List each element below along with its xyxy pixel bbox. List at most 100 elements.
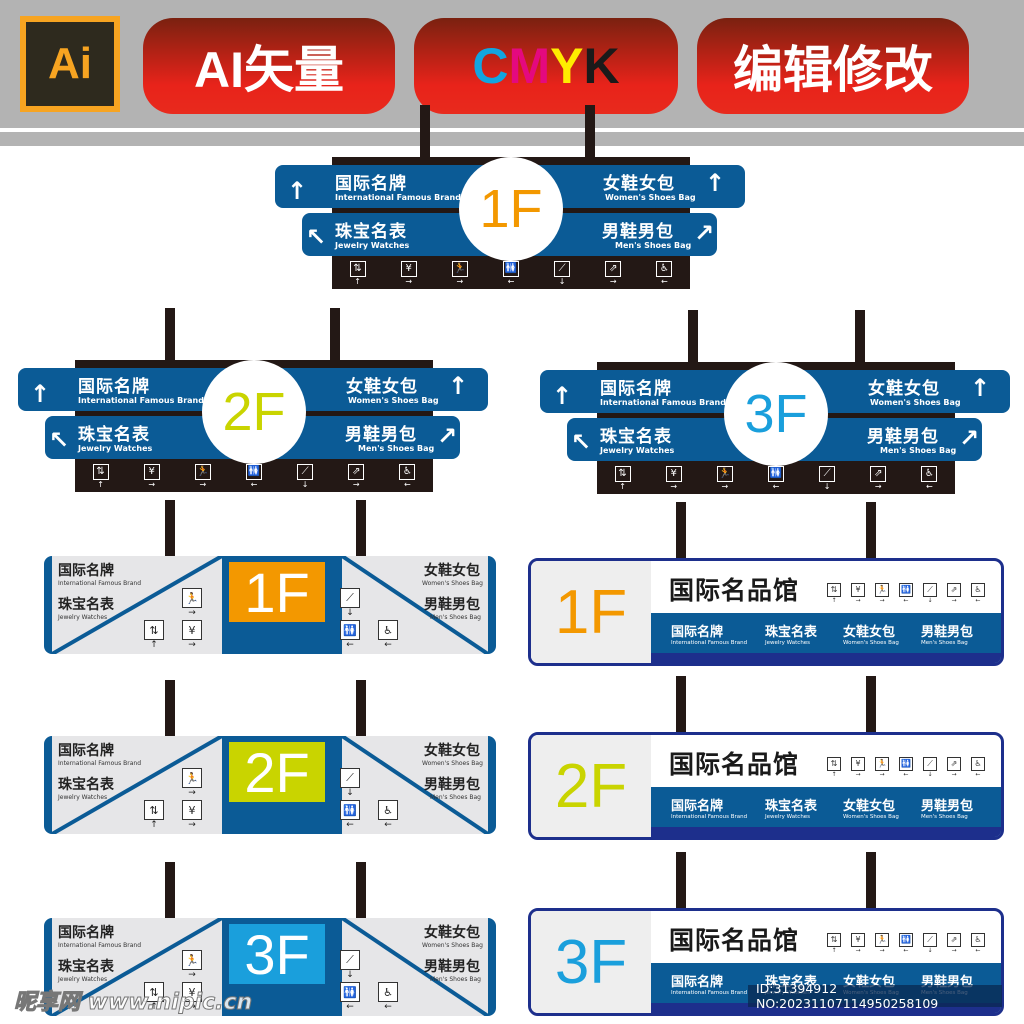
- arrow-up-right-icon: ↗: [437, 422, 458, 450]
- floor-number: 3F: [229, 923, 325, 986]
- facility-icons: ⇅↑¥→🏃→🚻←⟋↓⇗→♿←: [827, 583, 985, 604]
- escalator-icon: ⟋↓: [923, 757, 937, 778]
- badge-editable: 编辑修改: [697, 18, 969, 114]
- label-cn: 国际名牌: [58, 925, 114, 941]
- label-cn: 珠宝名表: [58, 777, 114, 793]
- label-en: International Famous Brand: [58, 760, 142, 767]
- label-en: International Famous Brand: [58, 580, 142, 587]
- label-en: International Famous Brand: [335, 193, 461, 202]
- escalator-icon: ⟋↓: [554, 261, 571, 286]
- hanging-pole: [165, 308, 175, 363]
- label-cn: 女鞋女包: [424, 563, 480, 579]
- hanging-pole: [165, 862, 175, 920]
- label-cn: 国际名牌: [58, 563, 114, 579]
- label-cn: 国际名牌: [335, 174, 407, 194]
- hanging-pole: [866, 502, 876, 560]
- emergency-exit-icon: 🏃→: [875, 933, 889, 954]
- escalator-icon: ⟋↓: [340, 768, 360, 798]
- accessible-icon: ♿←: [378, 620, 398, 650]
- elevator-icon: ⇅↑: [144, 620, 164, 650]
- hall-title: 国际名品馆: [669, 576, 800, 605]
- label-cn: 男鞋男包: [424, 597, 480, 613]
- label-en: International Famous Brand: [58, 942, 142, 949]
- emergency-exit-icon: 🏃→: [716, 466, 733, 491]
- hanging-pole: [420, 105, 430, 160]
- hanging-pole: [330, 308, 340, 363]
- accessible-icon: ♿←: [921, 466, 938, 491]
- accessible-icon: ♿←: [399, 464, 416, 489]
- label-en: Women's Shoes Bag: [605, 193, 696, 202]
- floor-number: 1F: [229, 561, 325, 624]
- restroom-icon: 🚻←: [899, 757, 913, 778]
- hanging-pole: [676, 676, 686, 734]
- label-en: Jewelry Watches: [58, 976, 108, 983]
- accessible-icon: ♿←: [971, 583, 985, 604]
- cashier-yen-icon: ¥→: [182, 800, 202, 830]
- label-en: Women's Shoes Bag: [348, 396, 439, 405]
- label-en: Men's Shoes Bag: [430, 614, 481, 621]
- escalator-icon: ⟋↓: [297, 464, 314, 489]
- label-en: Women's Shoes Bag: [422, 760, 483, 767]
- arrow-up-left-icon: ↖: [306, 223, 327, 251]
- elevator-icon: ⇅↑: [827, 757, 841, 778]
- label-en: Jewelry Watches: [78, 444, 153, 453]
- label-cn: 国际名牌: [58, 743, 114, 759]
- arrow-up-icon: ↑: [970, 374, 991, 402]
- restroom-icon: 🚻←: [899, 583, 913, 604]
- emergency-exit-icon: 🏃→: [182, 588, 202, 618]
- floor-number: 2F: [229, 741, 325, 804]
- floor-number: 2F: [531, 735, 651, 837]
- emergency-exit-icon: 🏃→: [451, 261, 468, 286]
- cashier-yen-icon: ¥→: [665, 466, 682, 491]
- label-en: Jewelry Watches: [58, 614, 108, 621]
- label-en: Women's Shoes Bag: [422, 580, 483, 587]
- hanging-pole: [585, 105, 595, 160]
- restroom-icon: 🚻←: [899, 933, 913, 954]
- arrow-up-right-icon: ↗: [694, 219, 715, 247]
- hanging-pole: [356, 862, 366, 920]
- badge-ai-vector: AI矢量: [143, 18, 395, 114]
- badge-letter-c: C: [472, 38, 509, 94]
- badge-letter-y: Y: [550, 38, 584, 94]
- hall-title: 国际名品馆: [669, 926, 800, 955]
- stairs-icon: ⇗→: [605, 261, 622, 286]
- hanging-pole: [676, 852, 686, 910]
- cashier-yen-icon: ¥→: [143, 464, 160, 489]
- label-cn: 国际名牌: [78, 377, 150, 397]
- emergency-exit-icon: 🏃→: [182, 768, 202, 798]
- elevator-icon: ⇅↑: [144, 800, 164, 830]
- label-en: Jewelry Watches: [600, 446, 675, 455]
- stairs-icon: ⇗→: [947, 933, 961, 954]
- hanging-pole: [165, 680, 175, 738]
- arrow-up-icon: ↑: [287, 177, 308, 205]
- label-cn: 珠宝名表: [78, 425, 150, 445]
- label-cn: 男鞋男包: [602, 222, 674, 242]
- hanging-pole: [356, 680, 366, 738]
- stairs-icon: ⇗→: [870, 466, 887, 491]
- restroom-icon: 🚻←: [340, 800, 360, 830]
- restroom-icon: 🚻←: [340, 620, 360, 650]
- hanging-pole: [676, 502, 686, 560]
- label-en: Jewelry Watches: [58, 794, 108, 801]
- hanging-pole: [356, 500, 366, 558]
- elevator-icon: ⇅↑: [827, 583, 841, 604]
- emergency-exit-icon: 🏃→: [875, 757, 889, 778]
- accessible-icon: ♿←: [971, 933, 985, 954]
- floor-circle: 3F: [724, 362, 828, 466]
- cashier-yen-icon: ¥→: [851, 583, 865, 604]
- arrow-up-icon: ↑: [30, 380, 51, 408]
- label-cn: 女鞋女包: [424, 925, 480, 941]
- label-cn: 珠宝名表: [335, 222, 407, 242]
- watermark-site: 昵享网 www.nipic.cn: [13, 990, 253, 1016]
- accessible-icon: ♿←: [656, 261, 673, 286]
- escalator-icon: ⟋↓: [923, 933, 937, 954]
- label-cn: 男鞋男包: [424, 959, 480, 975]
